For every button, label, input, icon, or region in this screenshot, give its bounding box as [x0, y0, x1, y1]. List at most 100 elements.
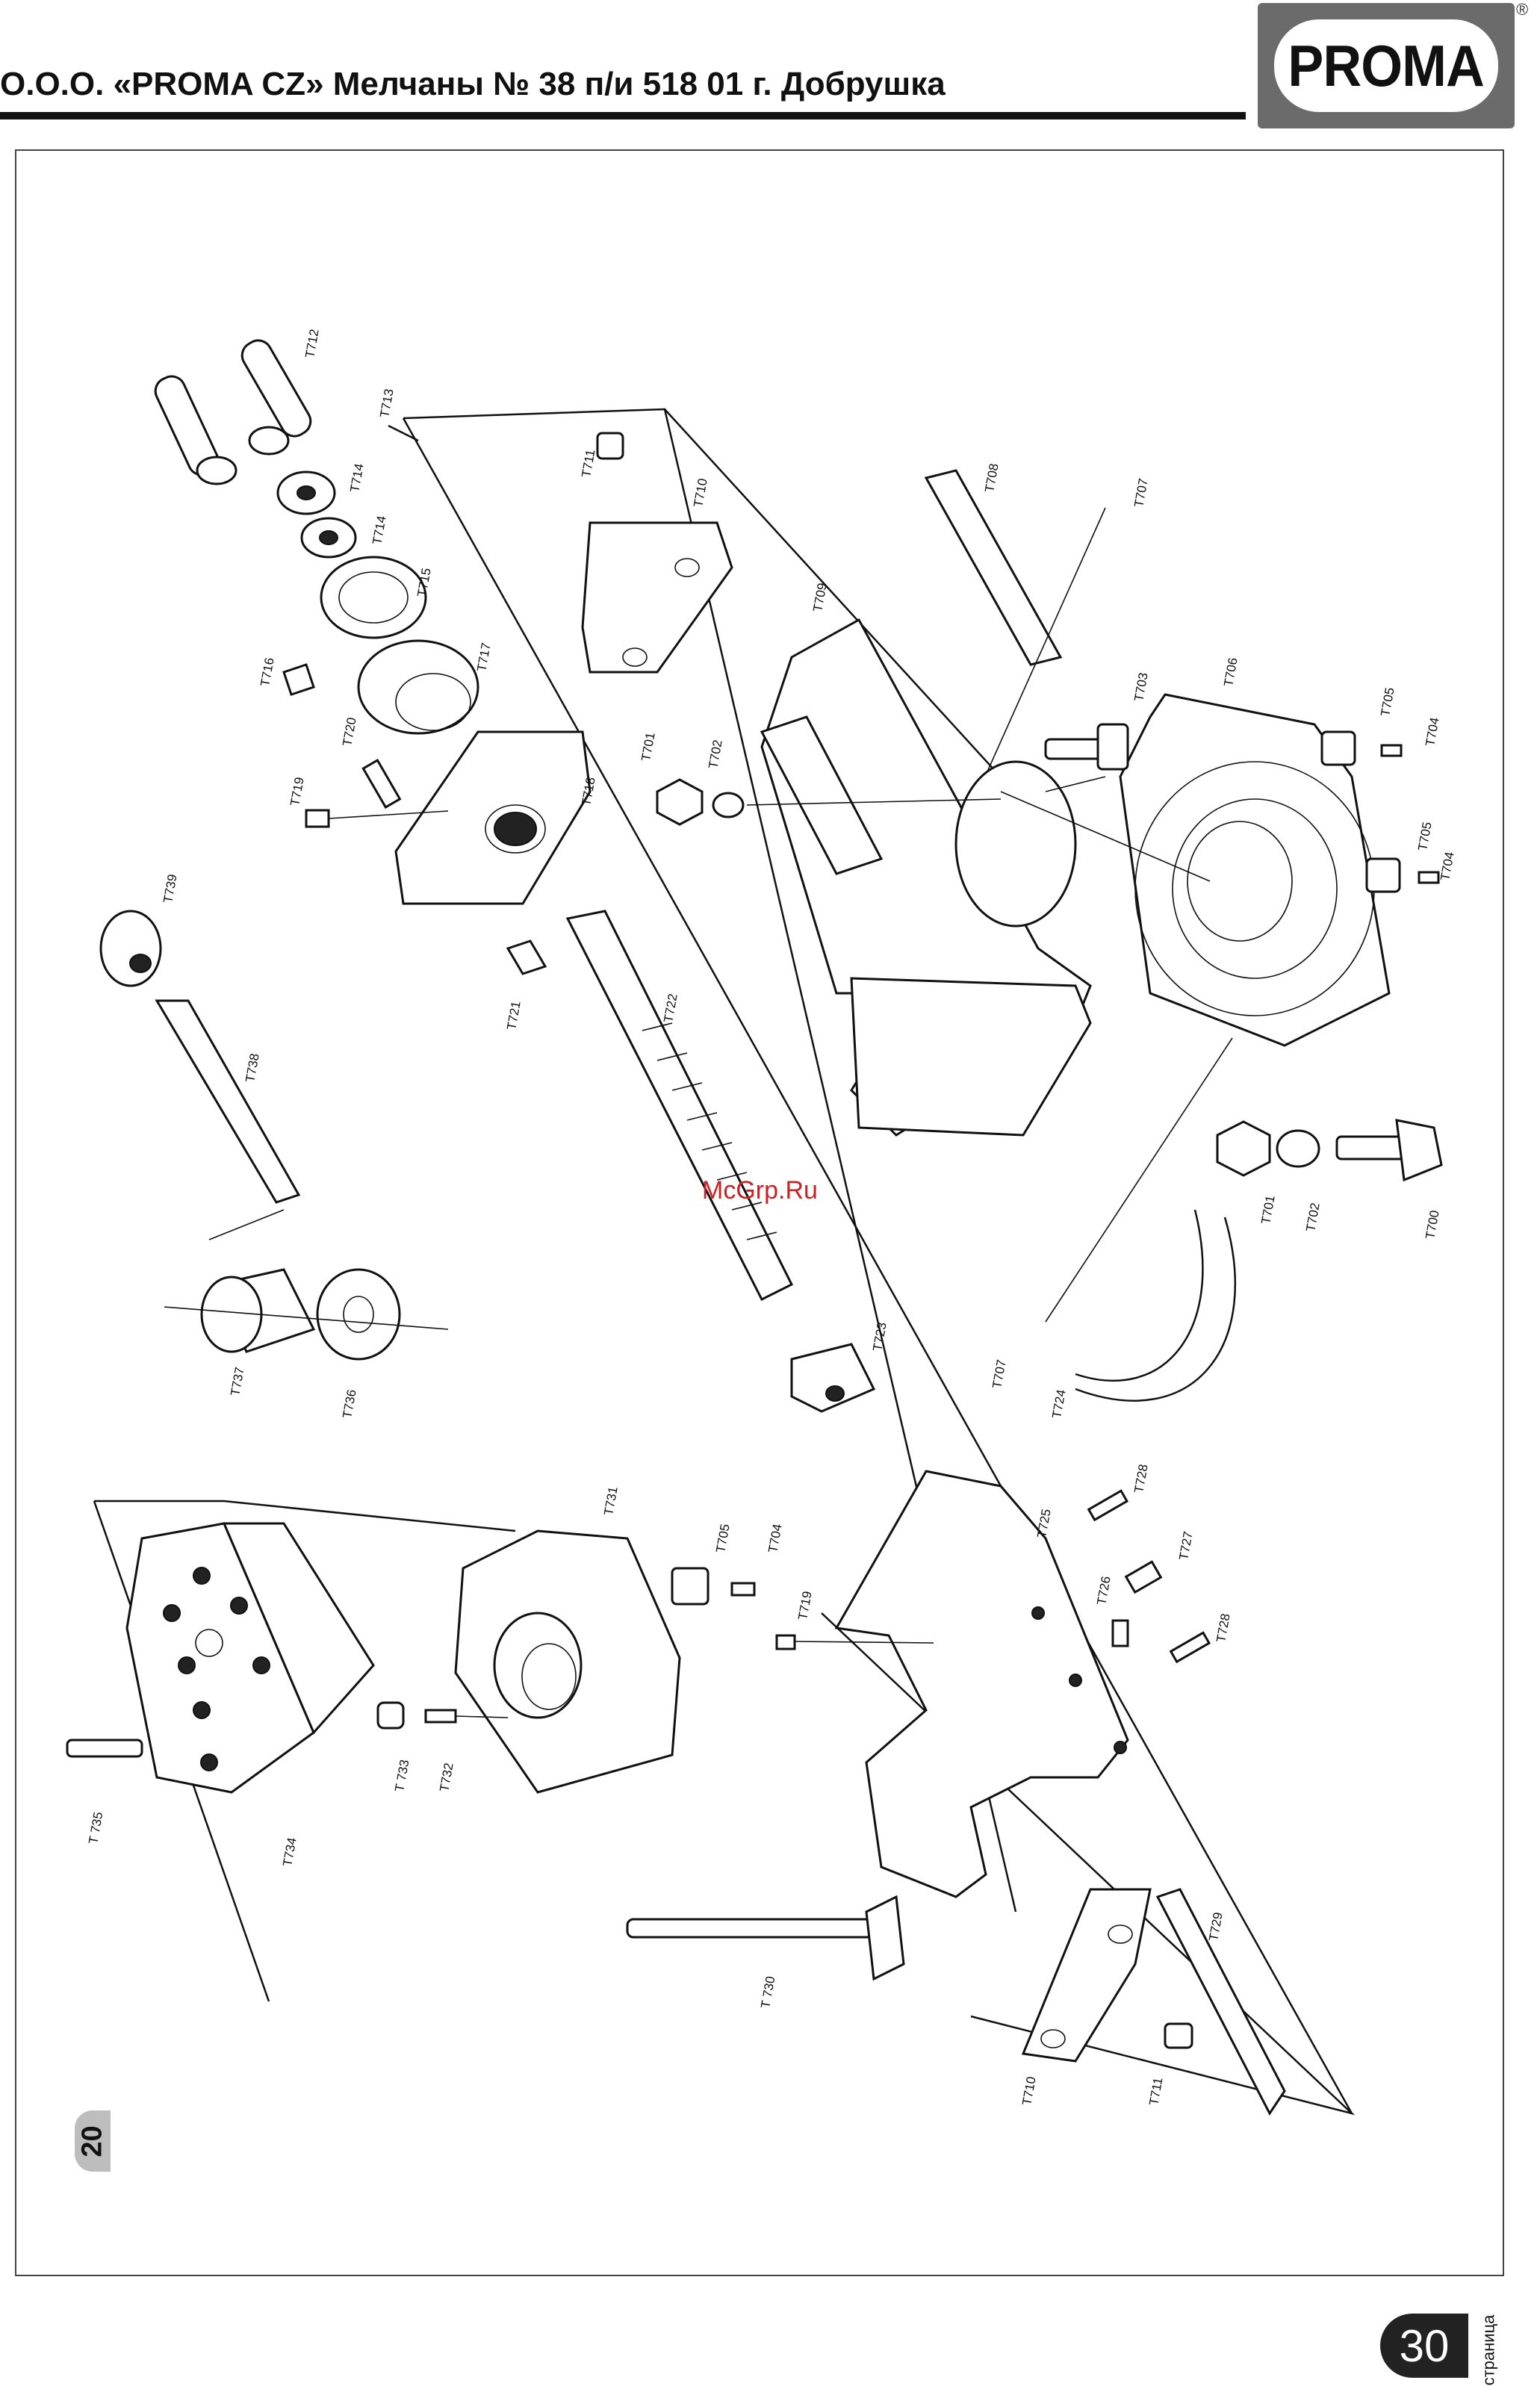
long-bolt-t730	[626, 1918, 875, 1939]
document-header-title: О.О.О. «PROMA CZ» Мелчаны № 38 п/и 518 0…	[0, 66, 946, 102]
clamp-t705-b	[1365, 857, 1401, 893]
label-t714b: T714	[370, 515, 388, 545]
slide-block	[850, 977, 1092, 1137]
section-tab-text: 20	[76, 2125, 108, 2157]
key-t716	[282, 663, 315, 696]
label-t711b: T711	[1146, 2076, 1165, 2106]
page-number-badge: 30	[1380, 2314, 1468, 2378]
label-t723: T723	[870, 1321, 889, 1352]
section-tab: 20	[75, 2110, 111, 2172]
key-t721	[506, 939, 547, 975]
screw-t711	[596, 432, 624, 460]
pin-t719	[305, 809, 330, 828]
logo-text: PROMA	[1288, 32, 1485, 99]
label-t717: T717	[474, 641, 493, 672]
screw-t704-a	[1380, 744, 1403, 757]
screw-t728-b	[1169, 1631, 1211, 1664]
label-t708: T708	[982, 462, 1001, 493]
label-t733: T 733	[392, 1759, 412, 1793]
label-t703: T703	[1131, 671, 1150, 702]
label-t701a: T701	[639, 731, 657, 762]
label-t704c: T704	[766, 1523, 784, 1553]
curved-scale-t724	[1075, 1209, 1204, 1382]
handle-assembly	[154, 339, 419, 485]
label-t700: T700	[1423, 1209, 1441, 1240]
clamp-t705-c	[671, 1567, 710, 1606]
gib-strip-t729	[1155, 1888, 1286, 2116]
nut-t714-a-hole	[296, 485, 316, 500]
registered-mark: ®	[1516, 0, 1529, 19]
page-label: страница	[1479, 2314, 1498, 2386]
spring-t732	[424, 1709, 457, 1724]
label-t728a: T728	[1131, 1463, 1150, 1494]
label-t727: T727	[1176, 1530, 1195, 1561]
label-t729: T729	[1206, 1911, 1225, 1942]
bracket-t718	[394, 730, 592, 905]
label-t701b: T701	[1258, 1194, 1277, 1225]
dial-ring-t717	[357, 639, 479, 735]
label-t735: T 735	[86, 1811, 105, 1845]
clamp-t705-a	[1320, 730, 1356, 766]
gib-t710-b	[1021, 1888, 1152, 2063]
label-t704b: T704	[1438, 851, 1456, 881]
label-t737: T737	[228, 1366, 246, 1397]
dial-t715	[320, 556, 427, 639]
screw-t704-b	[1418, 871, 1440, 884]
label-t716: T716	[258, 656, 276, 687]
compound-slide-t725	[834, 1470, 1129, 1898]
label-t706: T706	[1221, 656, 1240, 687]
leadscrew-threads	[642, 1022, 777, 1240]
scale-strip-t708	[924, 469, 1063, 666]
label-t705a: T705	[1378, 686, 1397, 717]
screw-t711-b	[1164, 2022, 1193, 2049]
label-t725: T725	[1034, 1508, 1053, 1538]
pin-t719-b	[775, 1634, 796, 1650]
assembly-outline-main	[402, 417, 1353, 2114]
washer-t702-b	[1276, 1129, 1320, 1168]
label-t734: T734	[280, 1836, 299, 1867]
label-t720: T720	[340, 716, 358, 747]
knob-t739	[99, 910, 162, 987]
label-t707b: T707	[990, 1358, 1008, 1389]
assembly-outline-lower	[94, 1500, 516, 1532]
bolt-t700	[1335, 1135, 1406, 1161]
nut-t714-b-hole	[319, 530, 338, 545]
label-t732: T732	[437, 1762, 456, 1792]
label-t722: T722	[661, 992, 680, 1023]
label-t726: T726	[1094, 1575, 1113, 1606]
label-t715: T715	[415, 567, 433, 597]
washer-t702-a	[712, 792, 745, 818]
turntable	[954, 760, 1077, 928]
label-t710b: T710	[1019, 2075, 1038, 2106]
drawing-frame	[15, 149, 1504, 2276]
logo-inner: PROMA	[1274, 19, 1498, 112]
label-t719b: T719	[795, 1590, 814, 1621]
screw-t720	[361, 758, 402, 810]
shaft-t738	[155, 999, 301, 1204]
screw-t704-c	[730, 1582, 756, 1597]
label-t704a: T704	[1423, 716, 1441, 747]
label-t738: T738	[243, 1052, 261, 1083]
bolt-holes	[163, 1567, 270, 1771]
proma-logo: PROMA	[1258, 3, 1515, 128]
label-t731: T731	[601, 1485, 620, 1516]
screw-t728-a	[1087, 1489, 1129, 1522]
label-t739: T739	[161, 873, 179, 904]
screw-t735	[66, 1739, 143, 1758]
label-t728b: T728	[1214, 1612, 1232, 1643]
label-t710a: T710	[691, 477, 710, 508]
header-rule	[0, 112, 1246, 119]
label-t705b: T705	[1415, 821, 1434, 851]
screw-t726	[1111, 1619, 1129, 1647]
watermark-text: McGrp.Ru	[702, 1176, 818, 1205]
block-t723	[790, 1343, 876, 1413]
label-t736: T736	[340, 1388, 358, 1419]
label-t702a: T702	[706, 739, 724, 769]
label-t712: T712	[302, 328, 321, 358]
gib-block-t710	[581, 521, 733, 674]
label-t719a: T719	[288, 776, 306, 807]
label-t709: T709	[810, 582, 829, 612]
pin-t733	[376, 1701, 405, 1730]
page-number: 30	[1399, 2320, 1450, 2371]
